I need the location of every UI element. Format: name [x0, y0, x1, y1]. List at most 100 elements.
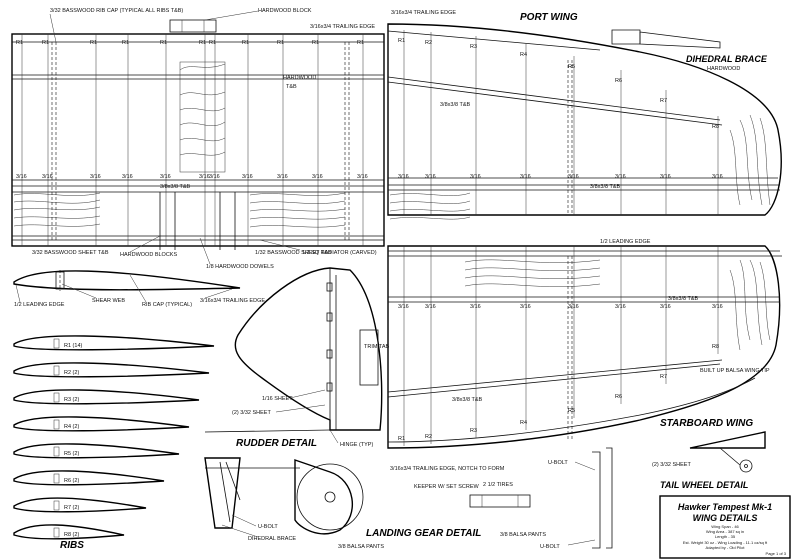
left-rib-tag: R1 — [357, 40, 364, 46]
starboard-spar-label: 3/8x3/8 T&B — [668, 296, 698, 302]
port-rib-fraction: 3/16 — [712, 174, 723, 180]
left-rib-tag: R1 — [42, 40, 49, 46]
keeper-detail: KEEPER W/ SET SCREW 2 1/2 TIRES U-BOLT U… — [414, 447, 613, 550]
dihedral-brace: DIHEDRAL BRACE HARDWOOD — [611, 29, 768, 72]
starboard-wing-title: STARBOARD WING — [660, 418, 753, 429]
title-text: Hawker Tempest Mk-1 — [678, 502, 772, 512]
dihedral-hardwood-label: HARDWOOD — [707, 66, 740, 72]
rib-profile — [13, 470, 165, 486]
tail-sheet-label: (2) 3/32 SHEET — [652, 462, 691, 468]
port-rib-tag: R7 — [660, 98, 667, 104]
rib-spar-notch — [53, 338, 60, 349]
spar-left-label: 3/8x3/8 T&B — [160, 184, 190, 190]
title-block: Hawker Tempest Mk-1 WING DETAILS Wing Sp… — [659, 495, 791, 559]
tires-label: 2 1/2 TIRES — [483, 482, 513, 488]
left-rib-fraction: 3/16 — [312, 174, 323, 180]
starboard-rib-tag: R6 — [615, 394, 622, 400]
starboard-spar-label-2: 3/8x3/8 T&B — [452, 397, 482, 403]
left-rib-tag: R1 — [209, 40, 216, 46]
rib-profile — [13, 362, 210, 378]
built-up-tip-label: BUILT UP BALSA WING TIP — [700, 368, 770, 374]
left-rib-fraction: 3/16 — [90, 174, 101, 180]
rib-spar-notch — [53, 527, 60, 538]
port-rib-fraction: 3/16 — [615, 174, 626, 180]
port-spar-label-2: 3/8x3/8 T&B — [590, 184, 620, 190]
hardwood-block-label: HARDWOOD BLOCK — [258, 8, 312, 14]
starboard-rib-fraction: 3/16 — [712, 304, 723, 310]
rib-label: R6 (2) — [64, 478, 79, 484]
left-rib-fraction: 3/16 — [199, 174, 210, 180]
center-wing-panel: R13/16R13/16R13/16R13/16R13/16R13/16R13/… — [11, 8, 385, 270]
rib-profile — [13, 416, 190, 432]
basswood-sheet-label: 3/32 BASSWOOD SHEET T&B — [32, 250, 109, 256]
rib-spar-notch — [53, 392, 60, 403]
sheet-2-label: (2) 3/32 SHEET — [232, 410, 271, 416]
rib-label: R8 (2) — [64, 532, 79, 538]
hinge-label: HINGE (TYP) — [340, 442, 373, 448]
rib-label: R2 (2) — [64, 370, 79, 376]
left-rib-tag: R1 — [242, 40, 249, 46]
trailing-edge-left-label: 3/16x3/4 TRAILING EDGE — [310, 24, 375, 30]
left-rib-tag: R1 — [160, 40, 167, 46]
rib-spar-notch — [53, 446, 60, 457]
left-rib-tag: R1 — [199, 40, 206, 46]
keeper-label: KEEPER W/ SET SCREW — [414, 484, 479, 490]
rib-spar-notch — [53, 419, 60, 430]
airfoil-section: 1/2 LEADING EDGE SHEAR WEB RIB CAP (TYPI… — [13, 270, 265, 308]
hardwood-blocks-label: HARDWOOD BLOCKS — [120, 252, 177, 258]
spec-1: Wing Area - 387 sq in — [706, 529, 744, 534]
rib-profile — [13, 497, 147, 513]
port-rib-tag: R3 — [470, 44, 477, 50]
port-rib-fraction: 3/16 — [398, 174, 409, 180]
dihedral-brace-small-label: DIHEDRAL BRACE — [248, 536, 296, 542]
starboard-rib-fraction: 3/16 — [568, 304, 579, 310]
starboard-rib-tag: R7 — [660, 374, 667, 380]
rudder-detail: TRIM TAB 1/16 SHEET (2) 3/32 SHEET HINGE… — [204, 267, 389, 448]
balsa-pants-2-label: 3/8 BALSA PANTS — [500, 532, 546, 538]
starboard-rib-tag: R3 — [470, 428, 477, 434]
hardwood-label: HARDWOOD — [283, 75, 316, 81]
rib-label: R4 (2) — [64, 424, 79, 430]
rib-label: R3 (2) — [64, 397, 79, 403]
left-rib-fraction: 3/16 — [242, 174, 253, 180]
left-rib-fraction: 3/16 — [122, 174, 133, 180]
rib-spar-notch — [53, 365, 60, 376]
starboard-rib-tag: R8 — [712, 344, 719, 350]
u-bolt-1-label: U-BOLT — [258, 524, 278, 530]
rib-spar-notch — [53, 473, 60, 484]
dihedral-brace-title: DIHEDRAL BRACE — [686, 54, 768, 64]
rib-profile — [13, 524, 125, 540]
leading-edge-right-label: 1/2 LEADING EDGE — [600, 239, 651, 245]
port-rib-fraction: 3/16 — [520, 174, 531, 180]
radiator-label: 1/2 SQ RADIATOR (CARVED) — [302, 250, 377, 256]
spec-0: Wing Span - 46 — [711, 524, 739, 529]
port-rib-tag: R8 — [712, 124, 719, 130]
sheet-1-label: 1/16 SHEET — [262, 396, 293, 402]
rib-profile — [13, 443, 180, 459]
port-rib-tag: R6 — [615, 78, 622, 84]
port-wing: R13/16R23/16R33/16R43/16R53/16R63/16R73/… — [387, 10, 782, 220]
starboard-rib-tag: R5 — [568, 408, 575, 414]
rib-label: R5 (2) — [64, 451, 79, 457]
tail-wheel-title: TAIL WHEEL DETAIL — [660, 480, 748, 490]
rib-profile — [13, 335, 215, 351]
trailing-edge-notch-label: 3/16x3/4 TRAILING EDGE, NOTCH TO FORM — [390, 466, 505, 472]
starboard-rib-fraction: 3/16 — [660, 304, 671, 310]
rib-label: R7 (2) — [64, 505, 79, 511]
tb-label: T&B — [286, 84, 297, 90]
leading-edge-left-label: 1/2 LEADING EDGE — [14, 302, 65, 308]
spec-2: Length - 35 — [715, 534, 736, 539]
balsa-pants-1-label: 3/8 BALSA PANTS — [338, 544, 384, 550]
hardwood-dowels-label: 1/8 HARDWOOD DOWELS — [206, 264, 274, 270]
left-rib-tag: R1 — [122, 40, 129, 46]
left-rib-tag: R1 — [312, 40, 319, 46]
basswood-rib-cap-label: 3/32 BASSWOOD RIB CAP (TYPICAL ALL RIBS … — [50, 8, 183, 14]
landing-gear-title: LANDING GEAR DETAIL — [366, 528, 481, 539]
port-rib-tag: R5 — [568, 64, 575, 70]
port-spar-label: 3/8x3/8 T&B — [440, 102, 470, 108]
subtitle-text: WING DETAILS — [693, 513, 758, 523]
port-rib-fraction: 3/16 — [660, 174, 671, 180]
u-bolt-2-label: U-BOLT — [548, 460, 568, 466]
starboard-wing: R13/16R23/16R33/16R43/16R53/16R63/16R73/… — [387, 239, 782, 472]
